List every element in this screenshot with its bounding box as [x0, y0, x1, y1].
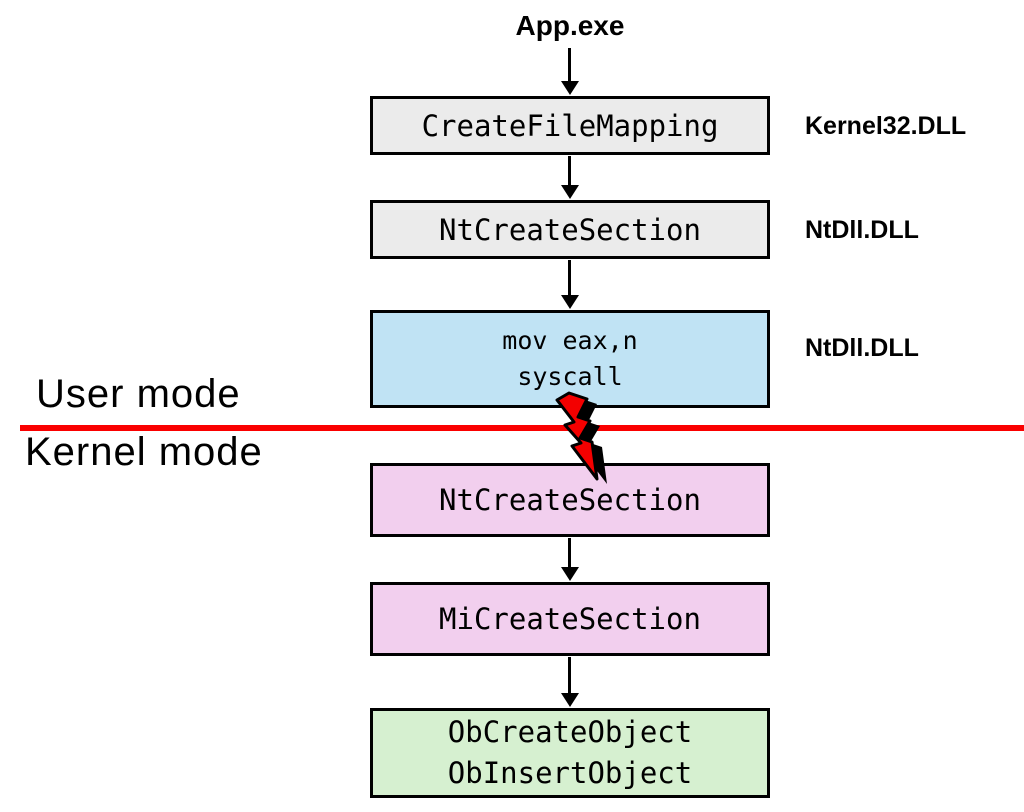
box-label-line2: syscall — [517, 362, 623, 391]
user-mode-label: User mode — [36, 372, 241, 416]
arrow-down-icon — [561, 657, 579, 707]
box-label: CreateFileMapping — [421, 108, 719, 143]
app-exe-title: App.exe — [515, 10, 625, 41]
arrow-shaft — [568, 538, 571, 570]
arrow-head — [561, 81, 579, 95]
ntdll-dll-label: NtDll.DLL — [805, 334, 919, 362]
arrow-shaft — [568, 657, 571, 696]
box-label: NtCreateSection — [439, 212, 701, 247]
kernel-mode-label: Kernel mode — [25, 430, 263, 474]
box-label-line2: ObInsertObject — [447, 756, 693, 790]
arrow-head — [561, 185, 579, 199]
arrow-shaft — [568, 260, 571, 298]
arrow-down-icon — [561, 156, 579, 199]
ntdll-dll-label: NtDll.DLL — [805, 216, 919, 244]
box-ntcreatesection-kernel: NtCreateSection — [370, 463, 770, 537]
mode-divider-line — [20, 425, 1024, 431]
arrow-down-icon — [561, 48, 579, 95]
arrow-head — [561, 295, 579, 309]
box-label: MiCreateSection — [439, 602, 701, 636]
arrow-shaft — [568, 156, 571, 188]
box-createfilemapping: CreateFileMapping — [370, 96, 770, 155]
box-obcreateobject-obinsertobject: ObCreateObject ObInsertObject — [370, 708, 770, 798]
arrow-shaft — [568, 48, 571, 84]
arrow-head — [561, 693, 579, 707]
lightning-bolt-icon — [555, 391, 607, 484]
kernel32-dll-label: Kernel32.DLL — [805, 112, 967, 140]
box-label-line1: mov eax,n — [502, 326, 638, 355]
box-micreatesection: MiCreateSection — [370, 582, 770, 656]
box-syscall-stub: mov eax,n syscall — [370, 310, 770, 408]
arrow-down-icon — [561, 538, 579, 581]
arrow-head — [561, 567, 579, 581]
box-ntcreatesection-user: NtCreateSection — [370, 200, 770, 259]
box-label: NtCreateSection — [439, 483, 701, 517]
arrow-down-icon — [561, 260, 579, 309]
box-label-line1: ObCreateObject — [447, 715, 693, 749]
